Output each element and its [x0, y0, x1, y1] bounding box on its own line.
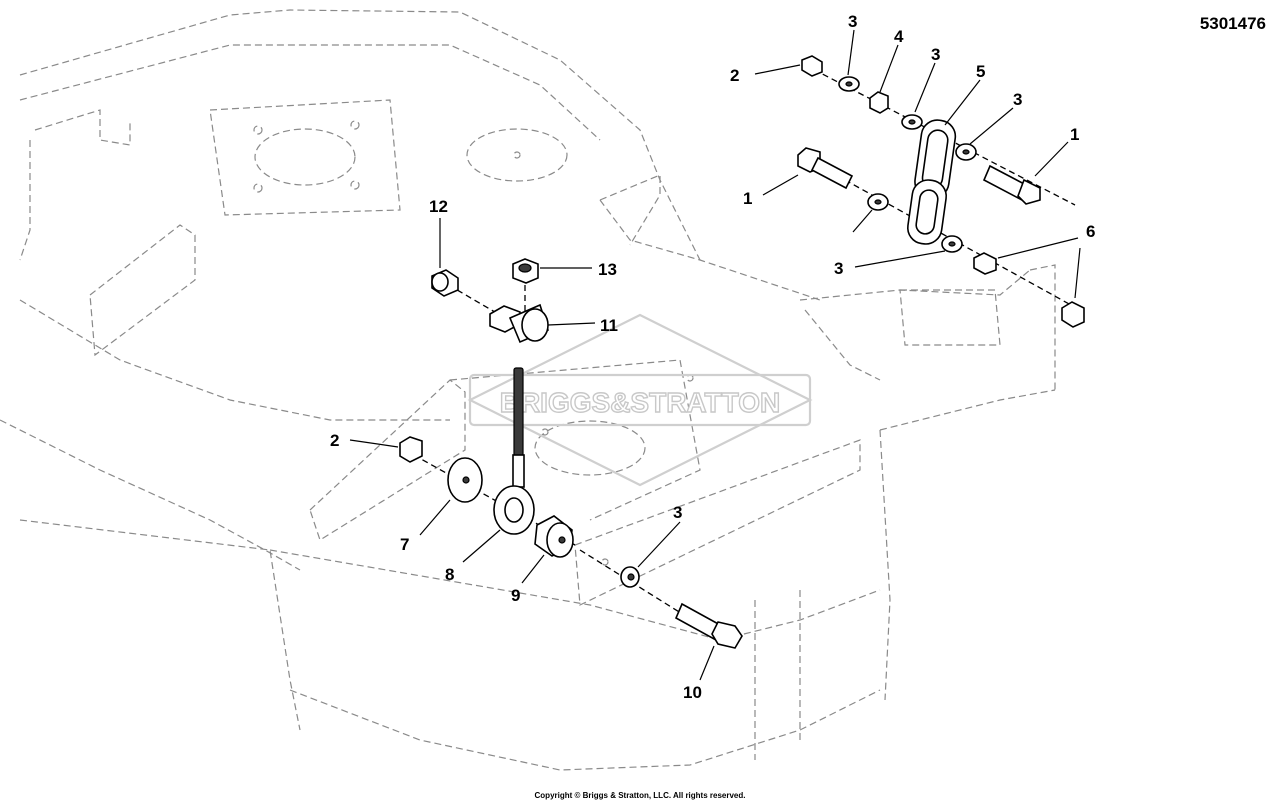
callout-6: 6 — [1086, 222, 1095, 241]
callout-7: 7 — [400, 535, 409, 554]
flange-nut-2-top — [801, 55, 823, 77]
callout-3-lower: 3 — [834, 259, 843, 278]
callout-2-top: 2 — [730, 66, 739, 85]
watermark-logo: BRIGGS&STRATTON — [467, 313, 813, 487]
watermark-text: BRIGGS&STRATTON — [500, 387, 781, 418]
bolt-1-right — [982, 164, 1041, 205]
chain-assembly — [797, 55, 1085, 328]
callout-11: 11 — [600, 316, 618, 335]
callout-12: 12 — [429, 197, 448, 216]
chain-5 — [906, 119, 957, 245]
locknut-13 — [512, 258, 539, 284]
callout-3-right: 3 — [1013, 90, 1022, 109]
flange-nut-6a — [973, 252, 997, 275]
callout-13: 13 — [598, 260, 617, 279]
flange-nut-6b — [1061, 301, 1085, 328]
diagram-number: 5301476 — [1199, 14, 1266, 33]
callout-9: 9 — [511, 586, 520, 605]
link-assembly — [399, 258, 743, 649]
flange-nut-2-lower — [399, 436, 423, 463]
callout-3-chain-upper: 3 — [931, 45, 940, 64]
callout-3-top: 3 — [848, 12, 857, 31]
leader-lines — [349, 29, 1081, 681]
callout-4: 4 — [894, 27, 904, 46]
copyright-notice: Copyright © Briggs & Stratton, LLC. All … — [534, 791, 746, 800]
callout-5: 5 — [976, 62, 985, 81]
callout-10: 10 — [683, 683, 702, 702]
callout-8: 8 — [445, 565, 454, 584]
eyebolt-8 — [493, 367, 535, 535]
callout-1-right: 1 — [1070, 125, 1079, 144]
spacer-9 — [534, 515, 574, 558]
pivot-11 — [489, 303, 549, 344]
callout-3-bolt10: 3 — [673, 503, 682, 522]
callouts: 2 3 4 3 5 3 1 1 3 6 12 13 11 2 7 8 9 3 1… — [330, 12, 1095, 702]
deck-frame — [0, 9, 1056, 771]
nut-4 — [869, 91, 889, 114]
bolt-1-left — [797, 147, 854, 190]
bolt-10 — [674, 602, 743, 649]
spacer-12 — [431, 269, 459, 297]
washer-7 — [447, 457, 483, 503]
callout-1-left: 1 — [743, 189, 752, 208]
callout-2-lower: 2 — [330, 431, 339, 450]
